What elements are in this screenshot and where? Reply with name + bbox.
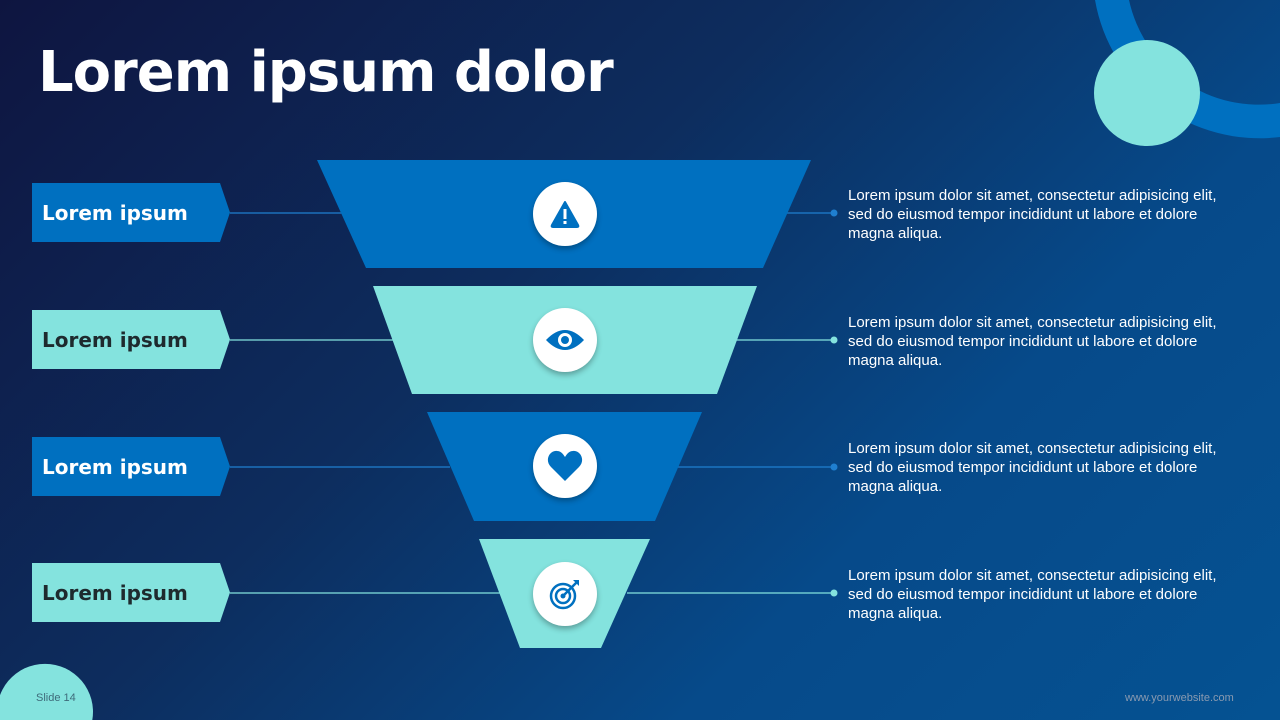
stage-label-3: Lorem ipsum [32,437,230,496]
heart-icon [533,434,597,498]
stage-label-4: Lorem ipsum [32,563,230,622]
stage-description-4: Lorem ipsum dolor sit amet, consectetur … [848,567,1217,622]
stage-label-1: Lorem ipsum [32,183,230,242]
target-icon [533,562,597,626]
slide-number: Slide 14 [36,692,76,704]
warning-icon [533,182,597,246]
connector-dot-3 [830,463,838,471]
stage-description-2: Lorem ipsum dolor sit amet, consectetur … [848,314,1217,369]
stage-description-3: Lorem ipsum dolor sit amet, consectetur … [848,440,1217,495]
connector-dot-1 [830,209,838,217]
stage-label-2: Lorem ipsum [32,310,230,369]
eye-icon [533,308,597,372]
connector-dot-4 [830,589,838,597]
connector-dot-2 [830,336,838,344]
decor-ring [1095,0,1280,139]
decor-circle-top [1094,40,1200,146]
decor-circle-bottom [0,663,93,720]
page-title: Lorem ipsum dolor [38,40,614,105]
website-link: www.yourwebsite.com [1125,692,1234,704]
stage-description-1: Lorem ipsum dolor sit amet, consectetur … [848,187,1217,242]
